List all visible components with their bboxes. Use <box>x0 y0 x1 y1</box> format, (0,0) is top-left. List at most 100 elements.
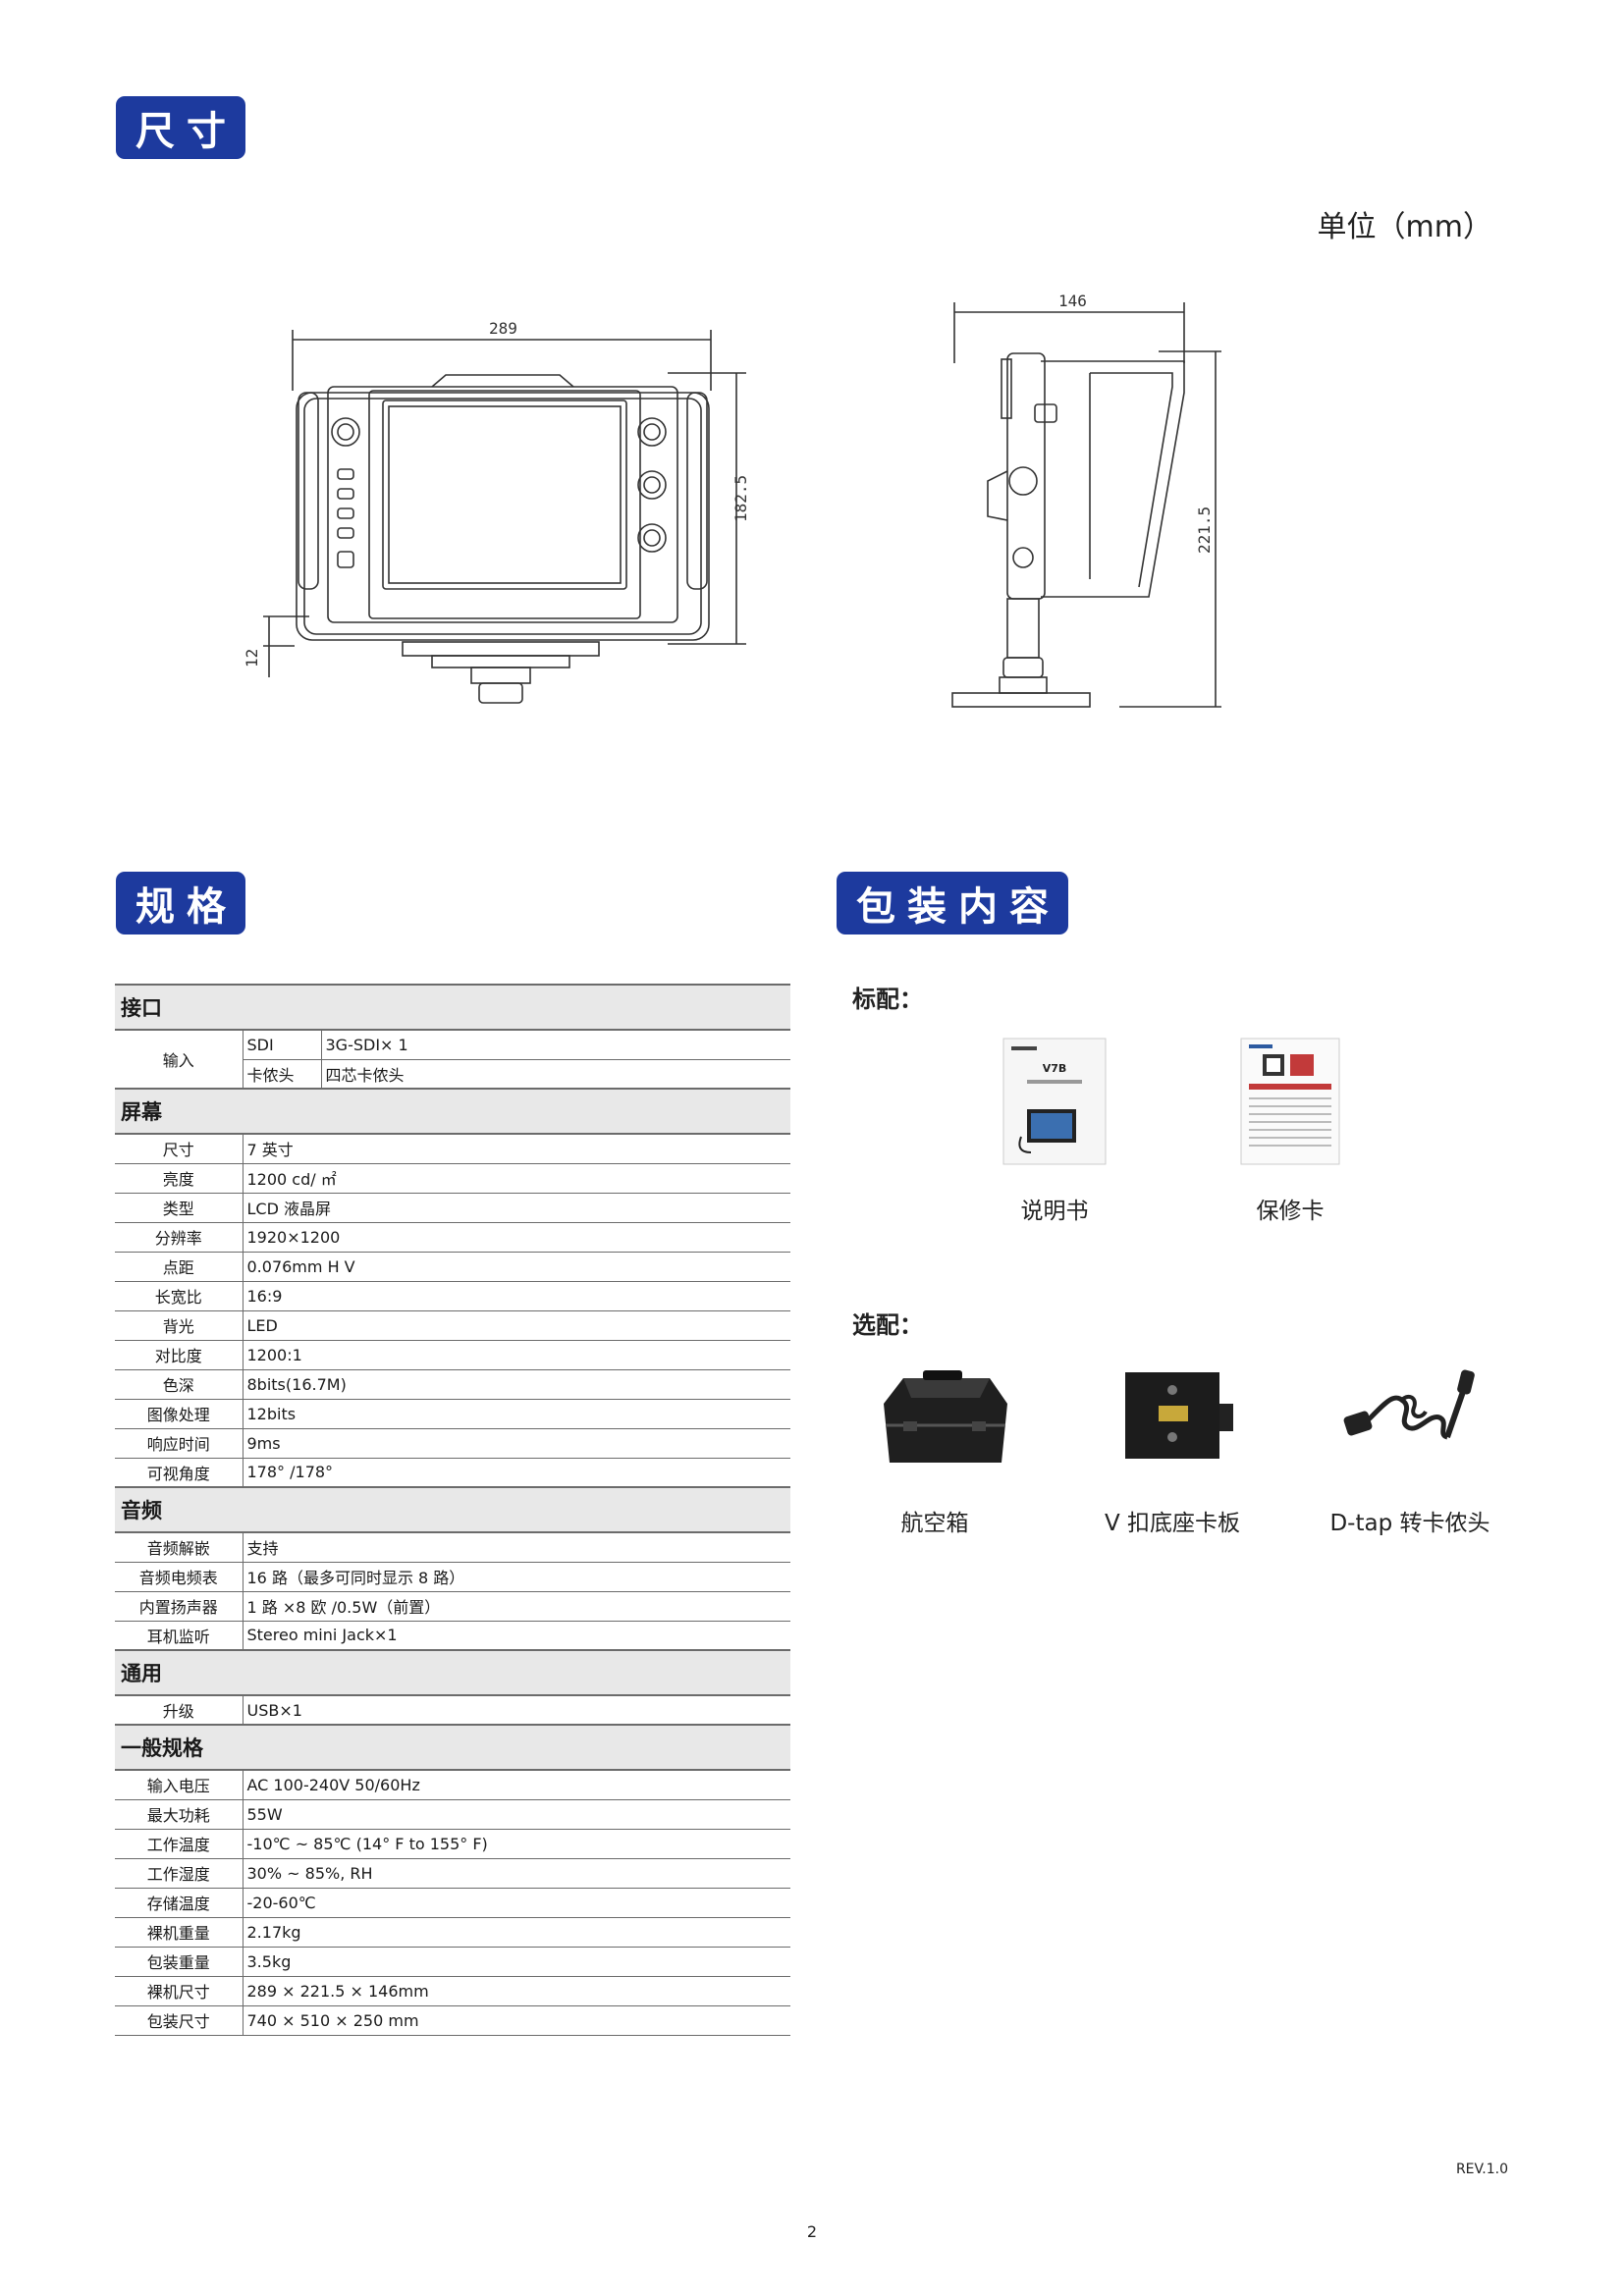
spec-row: 音频解嵌支持 <box>115 1532 790 1563</box>
spec-row: 存储温度-20-60℃ <box>115 1888 790 1918</box>
spec-value: 16:9 <box>243 1281 790 1311</box>
spec-value: AC 100-240V 50/60Hz <box>243 1770 790 1800</box>
optional-accessories-label: 选配： <box>852 1311 923 1339</box>
spec-value: -10℃ ~ 85℃ (14° F to 155° F) <box>243 1829 790 1859</box>
package-item-case: 航空箱 <box>900 1511 969 1536</box>
spec-label: 存储温度 <box>115 1888 244 1918</box>
standard-accessories-label: 标配： <box>852 986 923 1013</box>
spec-label: 背光 <box>115 1310 244 1341</box>
manual-cover-title: V7B <box>1043 1062 1067 1075</box>
spec-value: 0.076mm H V <box>243 1252 790 1282</box>
front-view-drawing: 289 182.5 12 <box>243 319 750 704</box>
spec-label: 裸机重量 <box>115 1917 244 1948</box>
revision-label: REV.1.0 <box>1455 2162 1508 2177</box>
spec-value: 16 路（最多可同时显示 8 路） <box>243 1562 790 1592</box>
package-item-manual: 说明书 <box>1020 1199 1089 1224</box>
spec-value: Stereo mini Jack×1 <box>243 1621 790 1651</box>
spec-label: 工作湿度 <box>115 1858 244 1889</box>
spec-value: 支持 <box>243 1532 790 1563</box>
spec-label: 图像处理 <box>115 1399 244 1429</box>
spec-label: 响应时间 <box>115 1428 244 1459</box>
spec-label: 分辨率 <box>115 1222 244 1253</box>
spec-value: 30% ~ 85%, RH <box>243 1858 790 1889</box>
package-item-warranty-card: 保修卡 <box>1256 1199 1325 1224</box>
spec-label: 对比度 <box>115 1340 244 1370</box>
spec-label-input: 输入 <box>115 1030 244 1090</box>
spec-value: 3.5kg <box>243 1947 790 1977</box>
spec-label: 内置扬声器 <box>115 1591 244 1622</box>
page-number: 2 <box>806 2222 818 2241</box>
section-title-package: 包装内容 <box>837 872 1068 934</box>
spec-section-general-specs: 一般规格 <box>115 1724 790 1771</box>
spec-label: 包装尺寸 <box>115 2005 244 2036</box>
spec-section-general: 通用 <box>115 1649 790 1696</box>
spec-value: 7 英寸 <box>243 1134 790 1164</box>
unit-label: 单位（mm） <box>1317 210 1492 244</box>
dtap-cable-icon <box>1343 1369 1475 1440</box>
spec-value: LCD 液晶屏 <box>243 1193 790 1223</box>
spec-label: 最大功耗 <box>115 1799 244 1830</box>
front-height-label: 182.5 <box>731 475 750 522</box>
spec-value: USB×1 <box>243 1695 790 1726</box>
case-icon <box>884 1370 1007 1463</box>
spec-sub-label: SDI <box>243 1030 322 1060</box>
spec-section-interface: 接口 <box>115 984 790 1031</box>
spec-label: 长宽比 <box>115 1281 244 1311</box>
spec-section-screen: 屏幕 <box>115 1088 790 1135</box>
spec-label: 升级 <box>115 1695 244 1726</box>
spec-label: 耳机监听 <box>115 1621 244 1651</box>
spec-row: 工作温度-10℃ ~ 85℃ (14° F to 155° F) <box>115 1829 790 1859</box>
spec-value: -20-60℃ <box>243 1888 790 1918</box>
section-title-dimensions: 尺寸 <box>116 96 245 159</box>
front-width-label: 289 <box>489 319 517 338</box>
spec-value: 1 路 ×8 欧 /0.5W（前置） <box>243 1591 790 1622</box>
spec-section-audio: 音频 <box>115 1486 790 1533</box>
spec-label: 工作温度 <box>115 1829 244 1859</box>
spec-label: 色深 <box>115 1369 244 1400</box>
side-width-label: 146 <box>1058 292 1087 310</box>
spec-value: 8bits(16.7M) <box>243 1369 790 1400</box>
spec-value: 740 × 510 × 250 mm <box>243 2005 790 2036</box>
spec-value: 55W <box>243 1799 790 1830</box>
package-item-dtap-cable: D-tap 转卡侬头 <box>1329 1511 1490 1536</box>
spec-label: 音频电频表 <box>115 1562 244 1592</box>
spec-value: LED <box>243 1310 790 1341</box>
spec-value: 3G-SDI× 1 <box>321 1030 790 1060</box>
v-mount-plate-icon <box>1125 1372 1233 1459</box>
warranty-card-icon <box>1240 1038 1340 1165</box>
section-title-specs: 规格 <box>116 872 245 934</box>
spec-value: 1920×1200 <box>243 1222 790 1253</box>
spec-label: 可视角度 <box>115 1458 244 1488</box>
spec-value: 2.17kg <box>243 1917 790 1948</box>
spec-label: 类型 <box>115 1193 244 1223</box>
spec-value: 四芯卡侬头 <box>321 1059 790 1090</box>
spec-value: 9ms <box>243 1428 790 1459</box>
spec-label: 音频解嵌 <box>115 1532 244 1563</box>
spec-label: 尺寸 <box>115 1134 244 1164</box>
side-height-label: 221.5 <box>1195 507 1214 554</box>
front-base-label: 12 <box>243 649 261 667</box>
spec-label: 点距 <box>115 1252 244 1282</box>
